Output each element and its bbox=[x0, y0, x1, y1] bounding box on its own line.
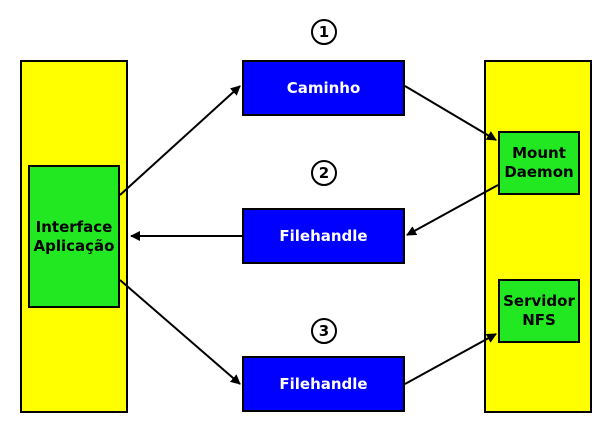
arrow-caminho-to-mount bbox=[404, 85, 497, 141]
step-number-1: 1 bbox=[311, 19, 337, 45]
message-filehandle-2: Filehandle bbox=[242, 356, 405, 412]
arrow-client-to-caminho bbox=[119, 85, 241, 196]
step-number-2: 2 bbox=[311, 160, 337, 186]
client-label-line1: Interface bbox=[35, 217, 113, 236]
mount-label-line1: Mount bbox=[512, 144, 566, 163]
arrow-mount-to-filehandle bbox=[406, 184, 499, 236]
step-number-3: 3 bbox=[311, 318, 337, 344]
nfs-label-line2: NFS bbox=[522, 311, 556, 329]
mount-label-line2: Daemon bbox=[504, 163, 574, 181]
nfs-label-line1: Servidor bbox=[503, 292, 575, 311]
arrow-client-to-filehandle bbox=[119, 279, 241, 385]
interface-aplicacao-box: Interface Aplicação bbox=[28, 165, 120, 308]
client-label-line2: Aplicação bbox=[33, 236, 115, 255]
servidor-nfs-box: Servidor NFS bbox=[498, 279, 580, 343]
mount-daemon-box: Mount Daemon bbox=[498, 131, 580, 195]
server-column bbox=[484, 60, 592, 413]
message-filehandle-1: Filehandle bbox=[242, 208, 405, 264]
arrow-filehandle-to-nfs bbox=[404, 333, 497, 385]
message-caminho: Caminho bbox=[242, 60, 405, 116]
